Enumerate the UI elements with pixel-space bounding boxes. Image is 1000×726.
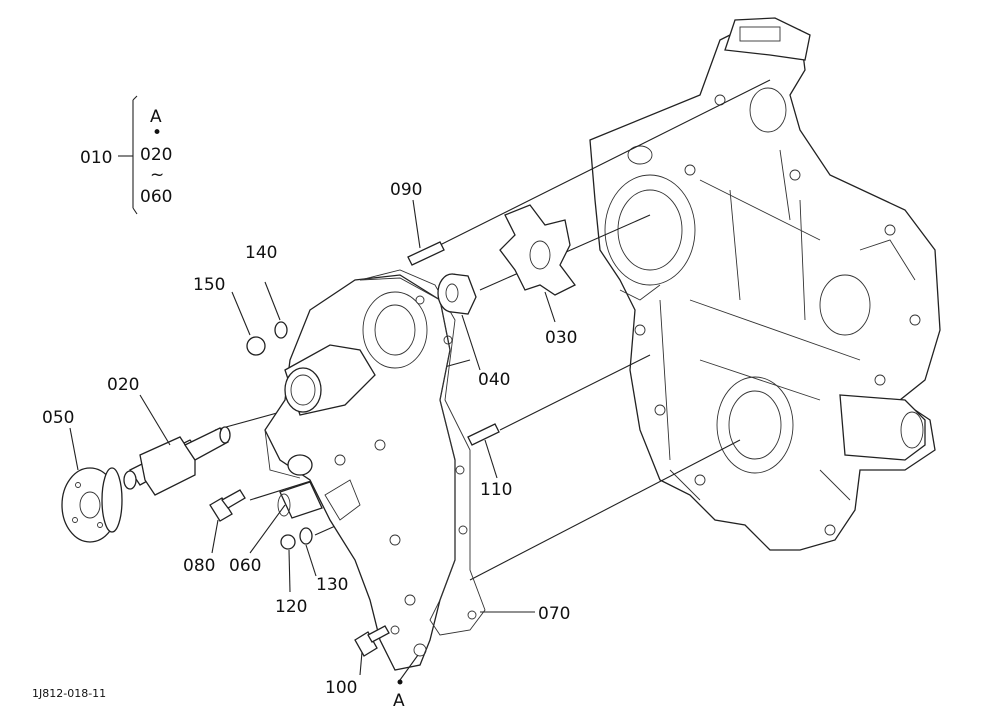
callout-130: 130 <box>316 575 348 595</box>
leader-lines <box>69 199 556 681</box>
bolt-100 <box>354 625 390 657</box>
callout-150: 150 <box>193 275 225 295</box>
callout-110: 110 <box>480 480 512 500</box>
assembly-group-item-3: 020 <box>140 145 172 165</box>
reference-code: 1J812-018-11 <box>32 687 106 700</box>
callout-100: 100 <box>325 678 357 698</box>
washer-140 <box>274 321 288 339</box>
callout-140: 140 <box>245 243 277 263</box>
seal-part <box>437 273 477 315</box>
assembly-group-item-5: 060 <box>140 187 172 207</box>
assembly-group-item-1: A <box>150 107 162 127</box>
callout-090: 090 <box>390 180 422 200</box>
assembly-group-item-4: ~ <box>150 165 164 185</box>
gear-case-housing <box>589 17 941 551</box>
reference-point-label: A <box>393 691 405 711</box>
pipe-060 <box>277 481 323 519</box>
callout-080: 080 <box>183 556 215 576</box>
assembly-group: 010 A • 020 ~ 060 <box>80 95 172 215</box>
assembly-group-label: 010 <box>80 148 112 168</box>
callout-060: 060 <box>229 556 261 576</box>
callout-070: 070 <box>538 604 570 624</box>
washer-130 <box>299 527 313 545</box>
water-pump-body <box>264 274 456 671</box>
gasket <box>359 269 486 636</box>
callout-120: 120 <box>275 597 307 617</box>
stud-110 <box>467 423 500 446</box>
nut-120 <box>280 534 296 550</box>
callout-030: 030 <box>545 328 577 348</box>
assembly-group-item-2: • <box>152 123 162 143</box>
callout-050: 050 <box>42 408 74 428</box>
impeller-part <box>499 204 576 296</box>
reference-point-dot <box>397 679 403 685</box>
callout-040: 040 <box>478 370 510 390</box>
stud-090 <box>407 241 445 266</box>
shaft-bearing-part <box>123 426 231 496</box>
nut-150 <box>246 336 266 356</box>
bolt-080 <box>209 489 246 522</box>
flange-part <box>61 467 123 543</box>
callout-020: 020 <box>107 375 139 395</box>
